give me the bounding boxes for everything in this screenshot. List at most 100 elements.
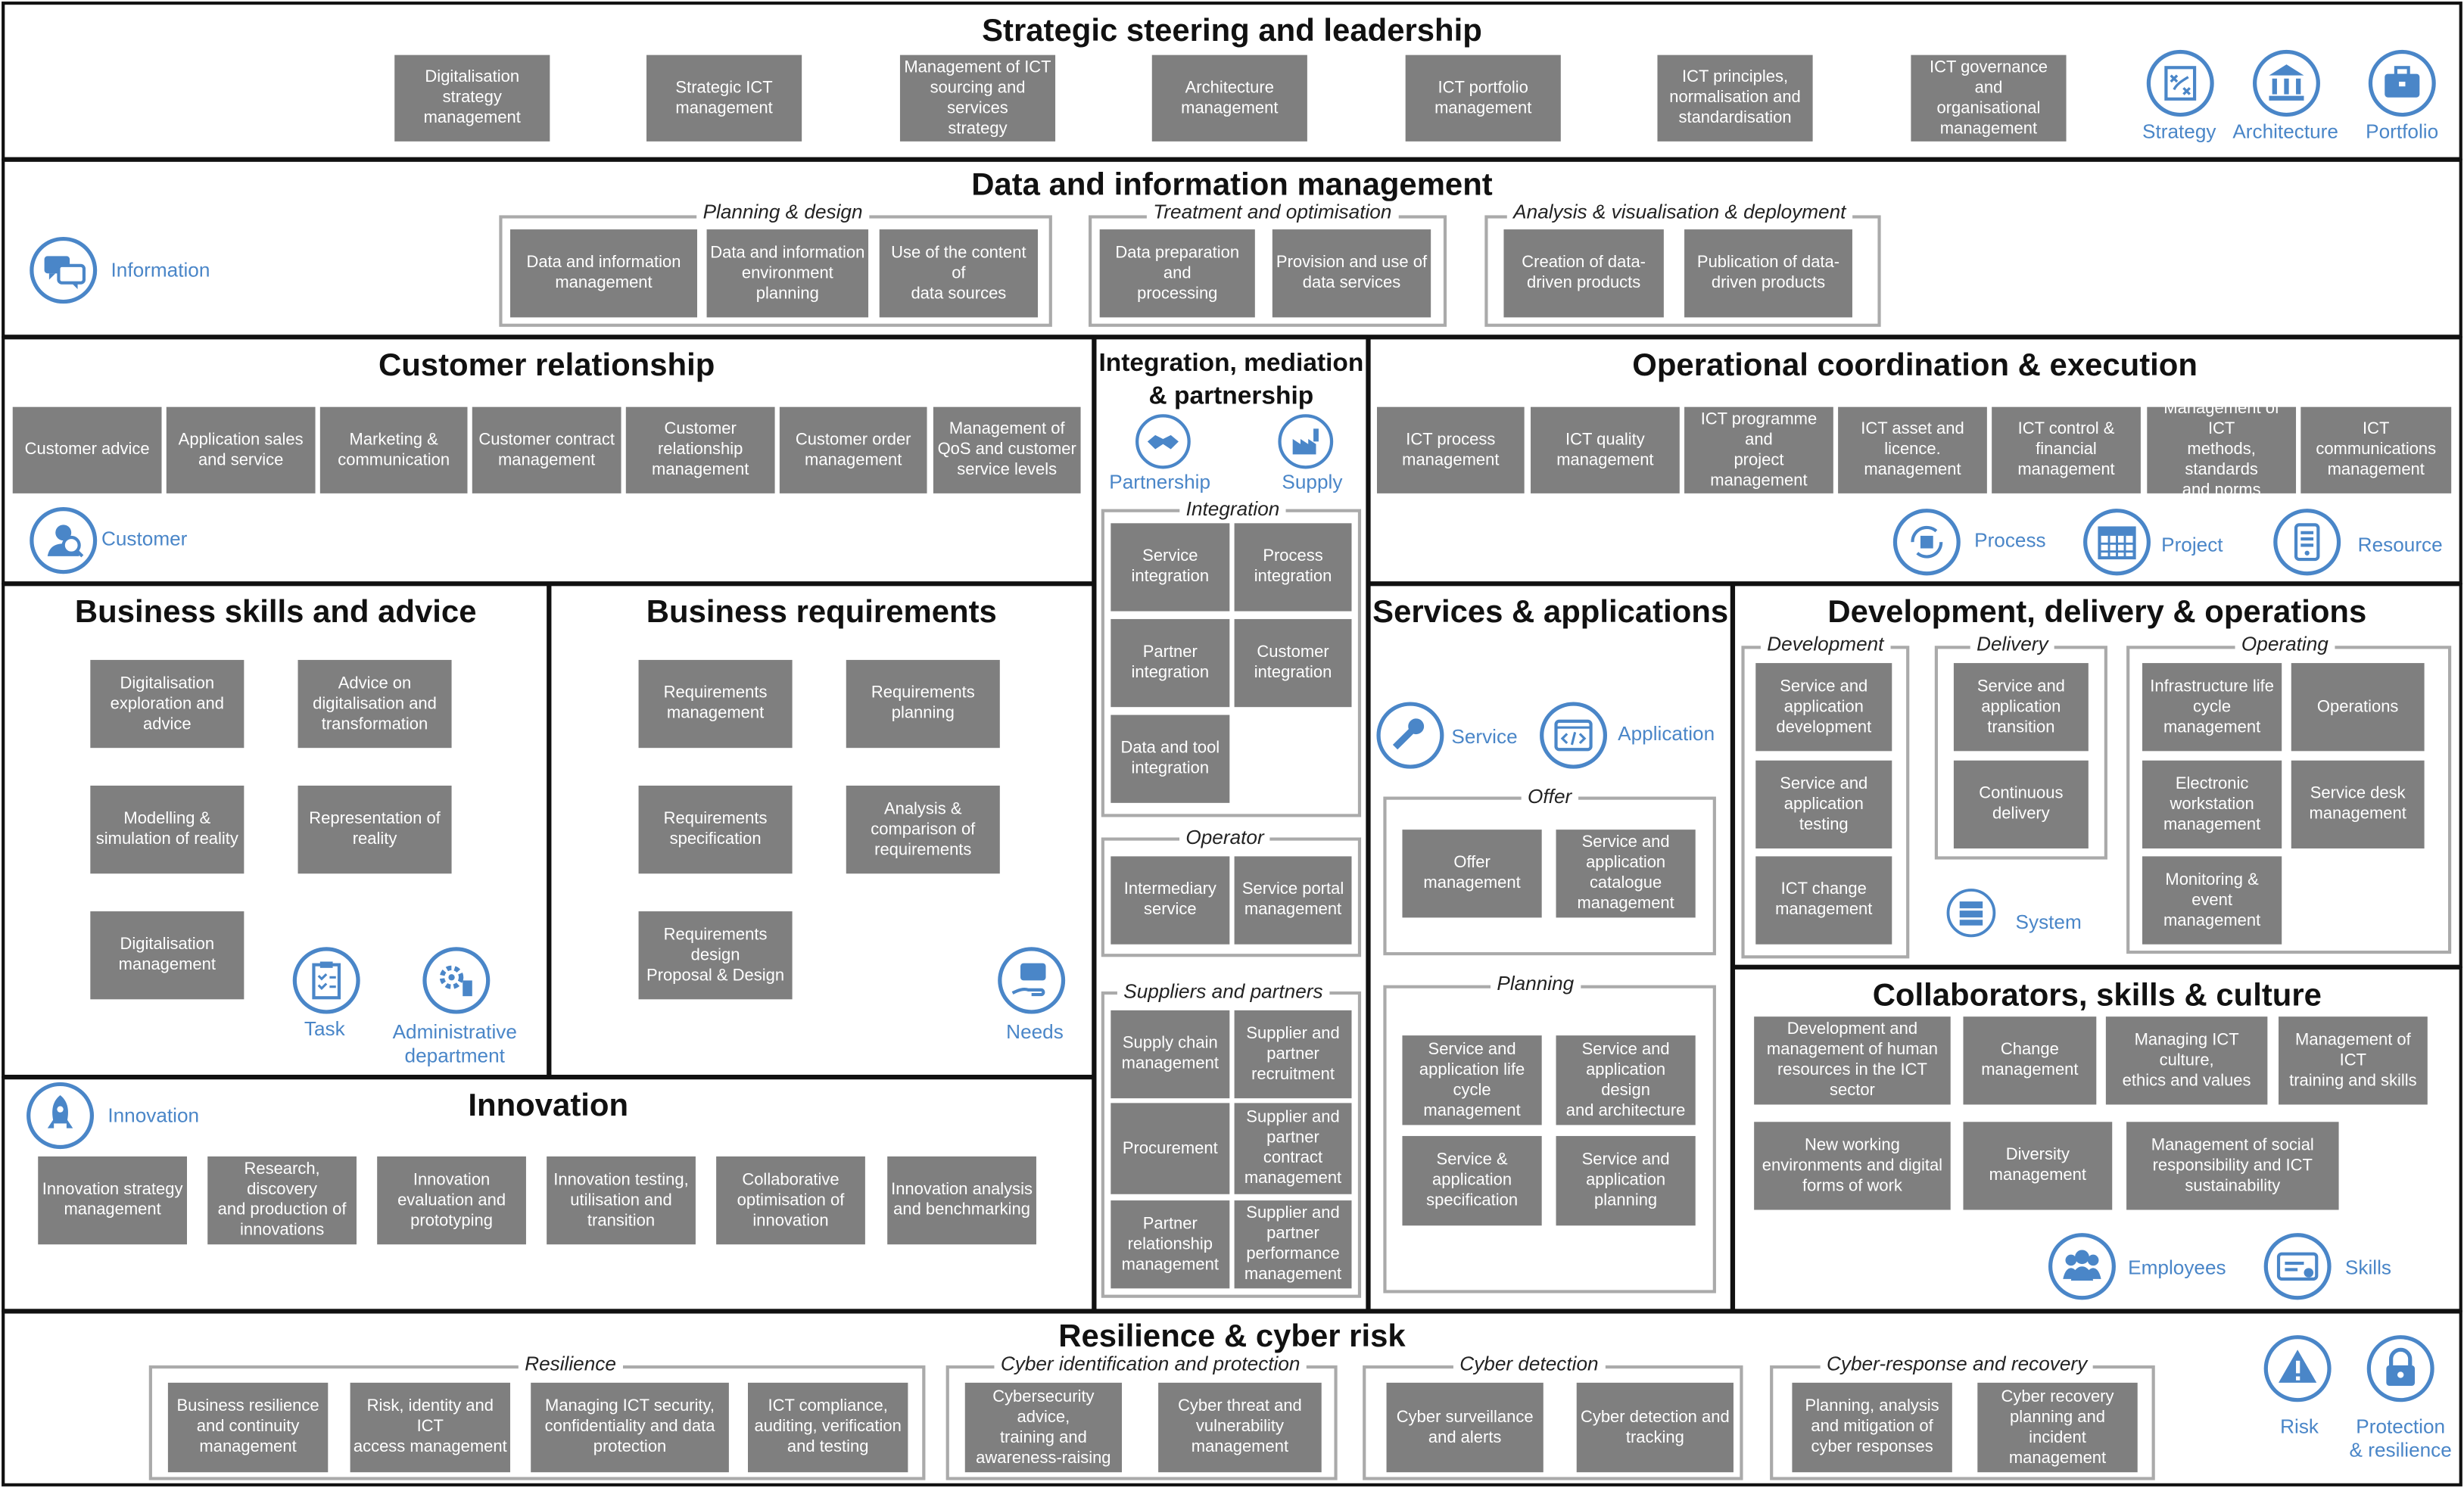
strategy-label: Strategy [2142,120,2216,143]
capability-box[interactable]: Procurement [1111,1103,1230,1194]
capability-box[interactable]: Supplier and partner performance managem… [1234,1200,1352,1289]
capability-box[interactable]: Requirements design Proposal & Design [638,911,793,1000]
capability-box[interactable]: Supplier and partner recruitment [1234,1010,1352,1099]
capability-box[interactable]: Use of the content of data sources [879,229,1039,318]
capability-box[interactable]: Creation of data- driven products [1503,229,1664,318]
capability-box[interactable]: Partner integration [1111,618,1230,708]
capability-box[interactable]: ICT programme and project management [1684,406,1833,493]
capability-box[interactable]: Advice on digitalisation and transformat… [297,659,452,749]
capability-box[interactable]: ICT principles, normalisation and standa… [1657,54,1813,142]
services-section [1367,583,1734,1312]
capability-box[interactable]: Electronic workstation management [2142,760,2282,849]
capability-box[interactable]: Planning, analysis and mitigation of cyb… [1792,1382,1952,1473]
capability-box[interactable]: Infrastructure life cycle management [2142,663,2282,752]
capability-box[interactable]: Service and application testing [1755,760,1892,849]
capability-box[interactable]: ICT communications management [2300,406,2452,493]
capability-box[interactable]: Digitalisation management [90,911,245,1000]
needs-icon [997,946,1067,1015]
capability-box[interactable]: Change management [1963,1016,2097,1105]
supply-icon [1277,413,1334,470]
group-label: Offer [1521,786,1578,808]
capability-box[interactable]: Development and management of human reso… [1754,1016,1951,1105]
capability-box[interactable]: Cyber recovery planning and incident man… [1977,1382,2138,1473]
capability-box[interactable]: Modelling & simulation of reality [90,786,245,874]
capability-box[interactable]: Customer relationship management [625,406,775,493]
capability-box[interactable]: Service integration [1111,523,1230,612]
capability-box[interactable]: ICT change management [1755,856,1892,945]
capability-box[interactable]: Service & application specification [1402,1135,1542,1226]
resilience-section [2,1310,2462,1486]
capability-box[interactable]: ICT process management [1376,406,1525,493]
capability-box[interactable]: Representation of reality [297,786,452,874]
capability-box[interactable]: Provision and use of data services [1272,229,1431,318]
capability-box[interactable]: Service and application development [1755,663,1892,752]
capability-box[interactable]: ICT asset and licence. management [1838,406,1987,493]
capability-box[interactable]: Management of ICT training and skills [2279,1016,2428,1105]
strategic-title: Strategic steering and leadership [982,14,1482,49]
capability-box[interactable]: Management of QoS and customer service l… [933,406,1081,493]
capability-box[interactable]: Application sales and service [166,406,316,493]
capability-box[interactable]: Service and application design and archi… [1556,1035,1696,1125]
capability-box[interactable]: Customer integration [1234,618,1352,708]
capability-box[interactable]: ICT portfolio management [1405,54,1561,142]
capability-box[interactable]: Data preparation and processing [1099,229,1255,318]
capability-box[interactable]: Innovation strategy management [38,1156,187,1245]
capability-box[interactable]: Requirements specification [638,786,793,874]
capability-box[interactable]: Offer management [1402,830,1542,918]
capability-box[interactable]: Service portal management [1234,856,1352,945]
capability-box[interactable]: Management of social responsibility and … [2126,1122,2339,1210]
capability-box[interactable]: Supply chain management [1111,1010,1230,1099]
capability-box[interactable]: Data and information environment plannin… [706,229,869,318]
capability-box[interactable]: ICT governance and organisational manage… [1911,54,2067,142]
capability-box[interactable]: ICT quality management [1531,406,1680,493]
capability-box[interactable]: Service and application life cycle manag… [1402,1035,1542,1125]
capability-box[interactable]: Service and application transition [1953,663,2089,752]
capability-box[interactable]: Operations [2291,663,2425,752]
task-label: Task [304,1018,345,1041]
capability-box[interactable]: Customer advice [12,406,162,493]
capability-box[interactable]: Data and information management [510,229,698,318]
capability-box[interactable]: Continuous delivery [1953,760,2089,849]
capability-box[interactable]: Risk, identity and ICT access management [350,1382,511,1473]
capability-box[interactable]: Innovation analysis and benchmarking [887,1156,1036,1245]
capability-box[interactable]: Management of ICT sourcing and services … [899,54,1056,142]
capability-box[interactable]: Cybersecurity advice, training and aware… [964,1382,1122,1473]
capability-box[interactable]: Service desk management [2291,760,2425,849]
capability-box[interactable]: Customer contract management [472,406,621,493]
capability-box[interactable]: ICT compliance, auditing, verification a… [747,1382,908,1473]
capability-box[interactable]: Managing ICT culture, ethics and values [2105,1016,2268,1105]
business-skills-title: Business skills and advice [74,595,477,630]
capability-box[interactable]: Management of ICT methods, standards and… [2147,399,2297,500]
capability-box[interactable]: Requirements management [638,659,793,749]
capability-box[interactable]: Architecture management [1151,54,1307,142]
capability-box[interactable]: Service and application catalogue manage… [1556,830,1696,918]
capability-box[interactable]: Cyber threat and vulnerability managemen… [1158,1382,1322,1473]
capability-box[interactable]: ICT control & financial management [1992,406,2141,493]
capability-box[interactable]: Process integration [1234,523,1352,612]
capability-box[interactable]: Innovation testing, utilisation and tran… [547,1156,696,1245]
capability-box[interactable]: Service and application planning [1556,1135,1696,1226]
capability-box[interactable]: Analysis & comparison of requirements [846,786,1000,874]
capability-box[interactable]: Digitalisation strategy management [394,54,550,142]
capability-box[interactable]: Collaborative optimisation of innovation [716,1156,865,1245]
administrative-department-icon [422,946,491,1015]
capability-box[interactable]: Monitoring & event management [2142,856,2282,945]
capability-box[interactable]: Innovation evaluation and prototyping [377,1156,526,1245]
capability-box[interactable]: Managing ICT security, confidentiality a… [531,1382,729,1473]
capability-box[interactable]: Diversity management [1963,1122,2113,1210]
capability-box[interactable]: Cyber detection and tracking [1576,1382,1734,1473]
capability-box[interactable]: Publication of data- driven products [1684,229,1852,318]
capability-box[interactable]: Customer order management [779,406,927,493]
capability-box[interactable]: New working environments and digital for… [1754,1122,1951,1210]
capability-box[interactable]: Requirements planning [846,659,1000,749]
capability-box[interactable]: Supplier and partner contract management [1234,1103,1352,1194]
capability-box[interactable]: Research, discovery and production of in… [207,1156,357,1245]
capability-box[interactable]: Marketing & communication [319,406,468,493]
capability-box[interactable]: Cyber surveillance and alerts [1386,1382,1544,1473]
capability-box[interactable]: Data and tool integration [1111,714,1230,803]
capability-box[interactable]: Strategic ICT management [646,54,802,142]
capability-box[interactable]: Business resilience and continuity manag… [167,1382,329,1473]
capability-box[interactable]: Partner relationship management [1111,1200,1230,1289]
capability-box[interactable]: Intermediary service [1111,856,1230,945]
capability-box[interactable]: Digitalisation exploration and advice [90,659,245,749]
